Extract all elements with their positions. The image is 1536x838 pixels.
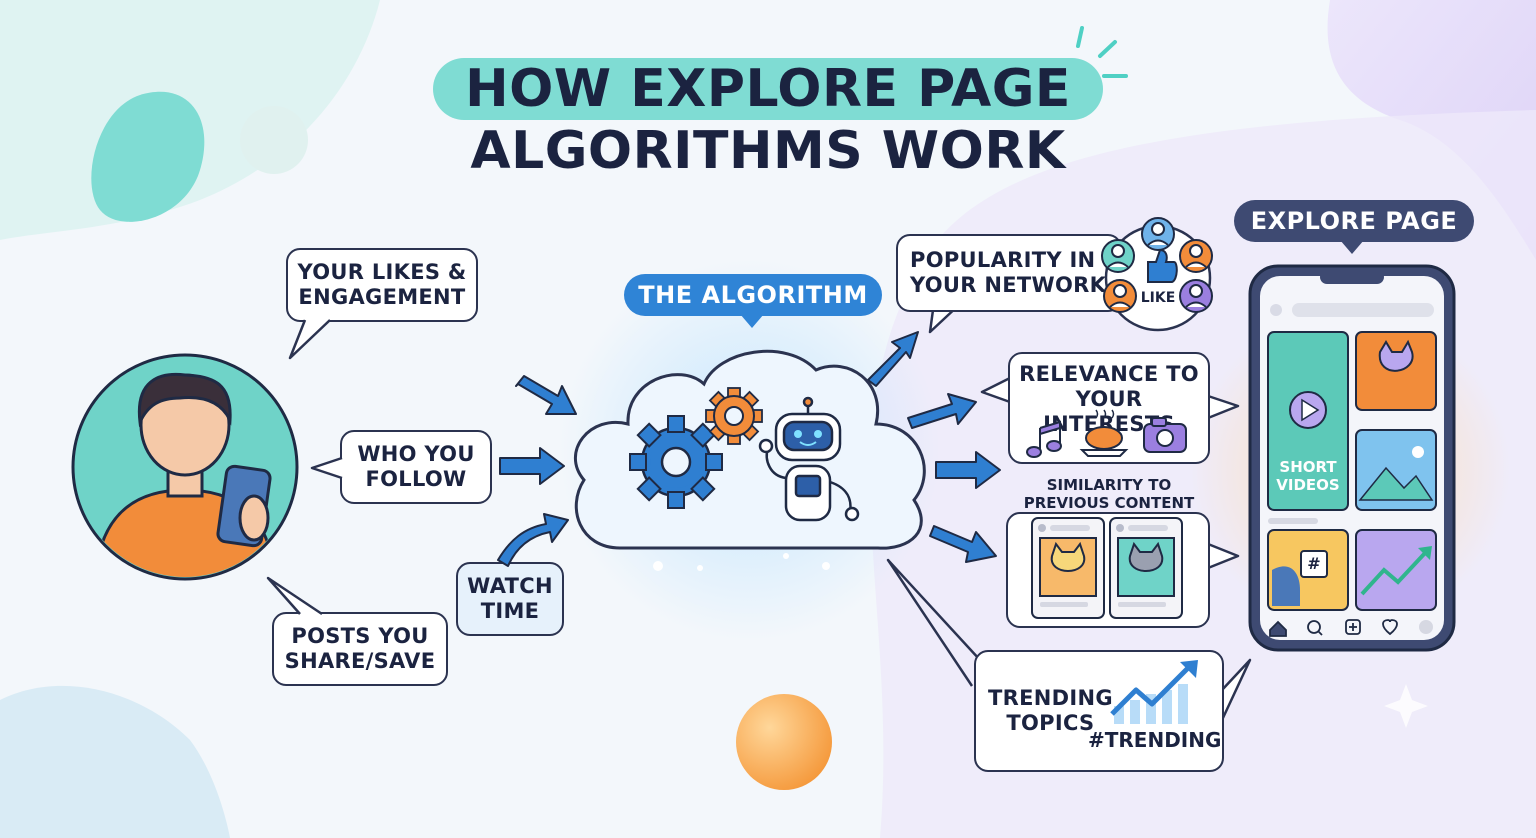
posts-line-2: SHARE/SAVE: [284, 649, 436, 673]
watch-line-2: TIME: [480, 599, 540, 623]
algorithm-label: THE ALGORITHM: [624, 274, 882, 316]
short-videos-label: SHORT VIDEOS: [1268, 458, 1348, 494]
likes-engagement-bubble: YOUR LIKES &ENGAGEMENT: [286, 248, 478, 322]
short-videos-line-1: SHORT: [1279, 458, 1337, 476]
trending-line-2: TOPICS: [1006, 711, 1095, 735]
relevance-line-2: YOUR INTERESTS: [1043, 387, 1175, 436]
posts-line-1: POSTS YOU: [291, 624, 429, 648]
watch-line-1: WATCH: [467, 574, 553, 598]
relevance-line-1: RELEVANCE TO: [1019, 362, 1199, 386]
trending-tag: #TRENDING: [1088, 728, 1222, 752]
similarity-line-2: PREVIOUS CONTENT: [1023, 494, 1195, 512]
explore-page-label: EXPLORE PAGE: [1234, 200, 1474, 242]
follow-line-1: WHO YOU: [357, 442, 475, 466]
trending-line-1: TRENDING: [988, 686, 1113, 710]
title-line-1: HOW EXPLORE PAGE: [433, 58, 1103, 120]
title-line-2: ALGORITHMS WORK: [470, 121, 1066, 181]
like-label: LIKE: [1140, 290, 1176, 306]
hashtag-badge: #: [1300, 550, 1328, 578]
short-videos-line-2: VIDEOS: [1276, 476, 1340, 494]
follow-line-2: FOLLOW: [365, 467, 467, 491]
popularity-line-2: YOUR NETWORK: [910, 273, 1107, 297]
likes-line-2: ENGAGEMENT: [298, 285, 466, 309]
similarity-line-1: SIMILARITY TO: [1046, 476, 1172, 494]
popularity-line-1: POPULARITY IN: [910, 248, 1096, 272]
similarity-label: SIMILARITY TO PREVIOUS CONTENT: [1000, 476, 1218, 512]
likes-line-1: YOUR LIKES &: [297, 260, 467, 284]
similarity-bubble: [1006, 512, 1210, 628]
title-block: HOW EXPLORE PAGE ALGORITHMS WORK: [0, 58, 1536, 182]
